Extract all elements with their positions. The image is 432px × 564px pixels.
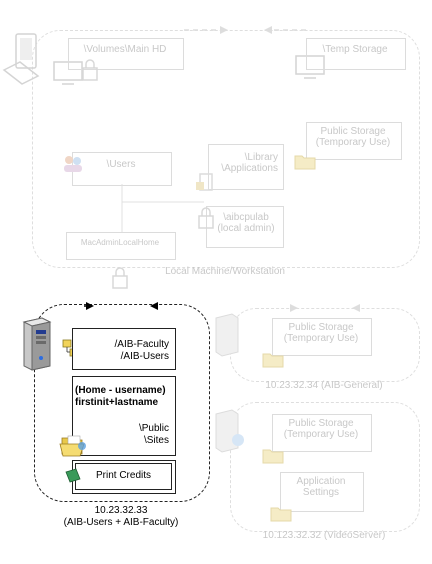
general-server-ip: 10.23.32.34 (AIB-General) bbox=[265, 380, 383, 391]
app-settings-box bbox=[280, 472, 364, 512]
aibcpulab-box bbox=[206, 206, 284, 248]
library-applications-label: \Library \Applications bbox=[221, 152, 278, 174]
monitor-icon-2 bbox=[295, 55, 325, 79]
app-settings-label: Application Settings bbox=[296, 476, 346, 498]
faint-server-icon-2 bbox=[215, 409, 244, 453]
top-public-storage-label: Public Storage (Temporary Use) bbox=[315, 126, 391, 148]
home-directory-box: (Home - username) firstinit+lastname \Pu… bbox=[72, 376, 176, 456]
faint-server-icon bbox=[215, 313, 239, 357]
volumes-main-hd-box bbox=[68, 38, 184, 70]
top-public-storage-box bbox=[306, 122, 402, 160]
library-applications-box bbox=[208, 144, 284, 190]
print-credits-box: Print Credits bbox=[72, 460, 176, 494]
macadmin-home-box bbox=[66, 232, 176, 260]
main-server-ip: 10.23.32.33 bbox=[94, 505, 148, 516]
aib-users-label: /AIB-Users bbox=[120, 351, 169, 362]
aibcpulab-label: \aibcpulab (local admin) bbox=[217, 212, 275, 234]
home-username-label: (Home - username) bbox=[75, 385, 166, 396]
macadmin-home-label: MacAdminLocalHome bbox=[80, 238, 160, 247]
faint-arrows-general bbox=[290, 304, 360, 312]
faint-folder-icon-2 bbox=[262, 449, 284, 464]
main-server-outline bbox=[34, 304, 210, 502]
local-machine-label: Local Machine/Workstation bbox=[165, 266, 285, 277]
folder-icon bbox=[294, 155, 316, 170]
users-icon bbox=[64, 156, 82, 172]
app-icon bbox=[196, 173, 213, 191]
faint-folder-icon bbox=[262, 353, 284, 368]
print-credits-label: Print Credits bbox=[95, 470, 151, 481]
general-public-storage-label: Public Storage (Temporary Use) bbox=[283, 322, 359, 344]
sites-folder-label: \Sites bbox=[143, 435, 169, 446]
faint-top-arrows bbox=[184, 26, 306, 34]
server-tower-icon bbox=[22, 317, 52, 371]
home-firstinit-label: firstinit+lastname bbox=[75, 397, 159, 408]
aib-faculty-label: /AIB-Faculty bbox=[114, 339, 169, 350]
video-server-ip: 10.123.32.32 (VideoServer) bbox=[262, 530, 386, 541]
video-public-storage-box bbox=[272, 414, 372, 452]
general-public-storage-box bbox=[272, 318, 372, 356]
temp-storage-label: \Temp Storage bbox=[322, 44, 388, 55]
video-server-outline bbox=[230, 402, 420, 532]
lock-icon-3 bbox=[112, 267, 128, 289]
faint-tree-lines bbox=[121, 184, 204, 232]
users-label: \Users bbox=[106, 159, 136, 170]
main-server-top-arrows bbox=[84, 302, 158, 310]
faint-folder-icon-3 bbox=[270, 507, 292, 522]
volumes-main-hd-label: \Volumes\Main HD bbox=[83, 44, 167, 55]
print-credits-inner: Print Credits bbox=[75, 463, 172, 490]
laptop-icon bbox=[2, 33, 40, 85]
aib-groups-box: /AIB-Faculty /AIB-Users bbox=[72, 328, 176, 370]
open-folder-icon bbox=[59, 435, 86, 457]
main-server-caption: (AIB-Users + AIB-Faculty) bbox=[63, 517, 179, 528]
video-public-storage-label: Public Storage (Temporary Use) bbox=[283, 418, 359, 440]
public-folder-label: \Public bbox=[138, 423, 169, 434]
lock-icon-2 bbox=[198, 207, 214, 229]
temp-storage-box bbox=[306, 38, 406, 70]
lock-icon bbox=[82, 59, 98, 81]
credit-card-icon bbox=[65, 468, 81, 483]
